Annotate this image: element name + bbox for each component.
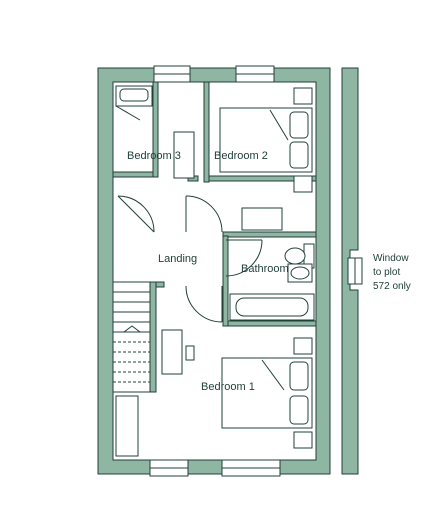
- room-label-bedroom2: Bedroom 2: [214, 150, 268, 162]
- staircase: [112, 281, 151, 393]
- room-label-landing: Landing: [158, 253, 197, 265]
- interior-walls: [112, 81, 317, 393]
- wardrobe-bedroom1: [115, 395, 139, 457]
- bed-bedroom3: [115, 85, 153, 121]
- window-bedroom3: [153, 65, 191, 83]
- room-label-bathroom: Bathroom: [241, 263, 289, 275]
- window-note-line3: 572 only: [373, 281, 411, 292]
- chair-bedroom1: [185, 345, 195, 361]
- door-bathroom: [225, 239, 263, 277]
- bedside-bedroom2-lower: [293, 175, 313, 193]
- door-bedroom3: [117, 195, 155, 233]
- desk-bedroom1: [161, 329, 183, 375]
- room-label-bedroom1: Bedroom 1: [201, 381, 255, 393]
- bedside-bedroom1: [293, 337, 313, 355]
- basin: [287, 263, 313, 283]
- door-bedroom1: [185, 285, 223, 323]
- window-bedroom1-right: [221, 459, 281, 477]
- wardrobe-bedroom3: [173, 131, 195, 179]
- door-bedroom2: [185, 195, 223, 233]
- bed-bedroom1: [221, 357, 313, 429]
- bed-bedroom2: [219, 107, 313, 173]
- bath: [229, 293, 315, 321]
- bedside-bedroom1-lower: [293, 431, 313, 449]
- window-note-line1: Window: [373, 253, 409, 264]
- window-bedroom1-left: [149, 459, 189, 477]
- room-label-bedroom3: Bedroom 3: [127, 150, 181, 162]
- bedside-bedroom2: [293, 87, 313, 105]
- desk-bedroom2: [241, 207, 283, 231]
- window-note-line2: to plot: [373, 267, 400, 278]
- toilet: [284, 243, 315, 269]
- window-bedroom2: [235, 65, 275, 83]
